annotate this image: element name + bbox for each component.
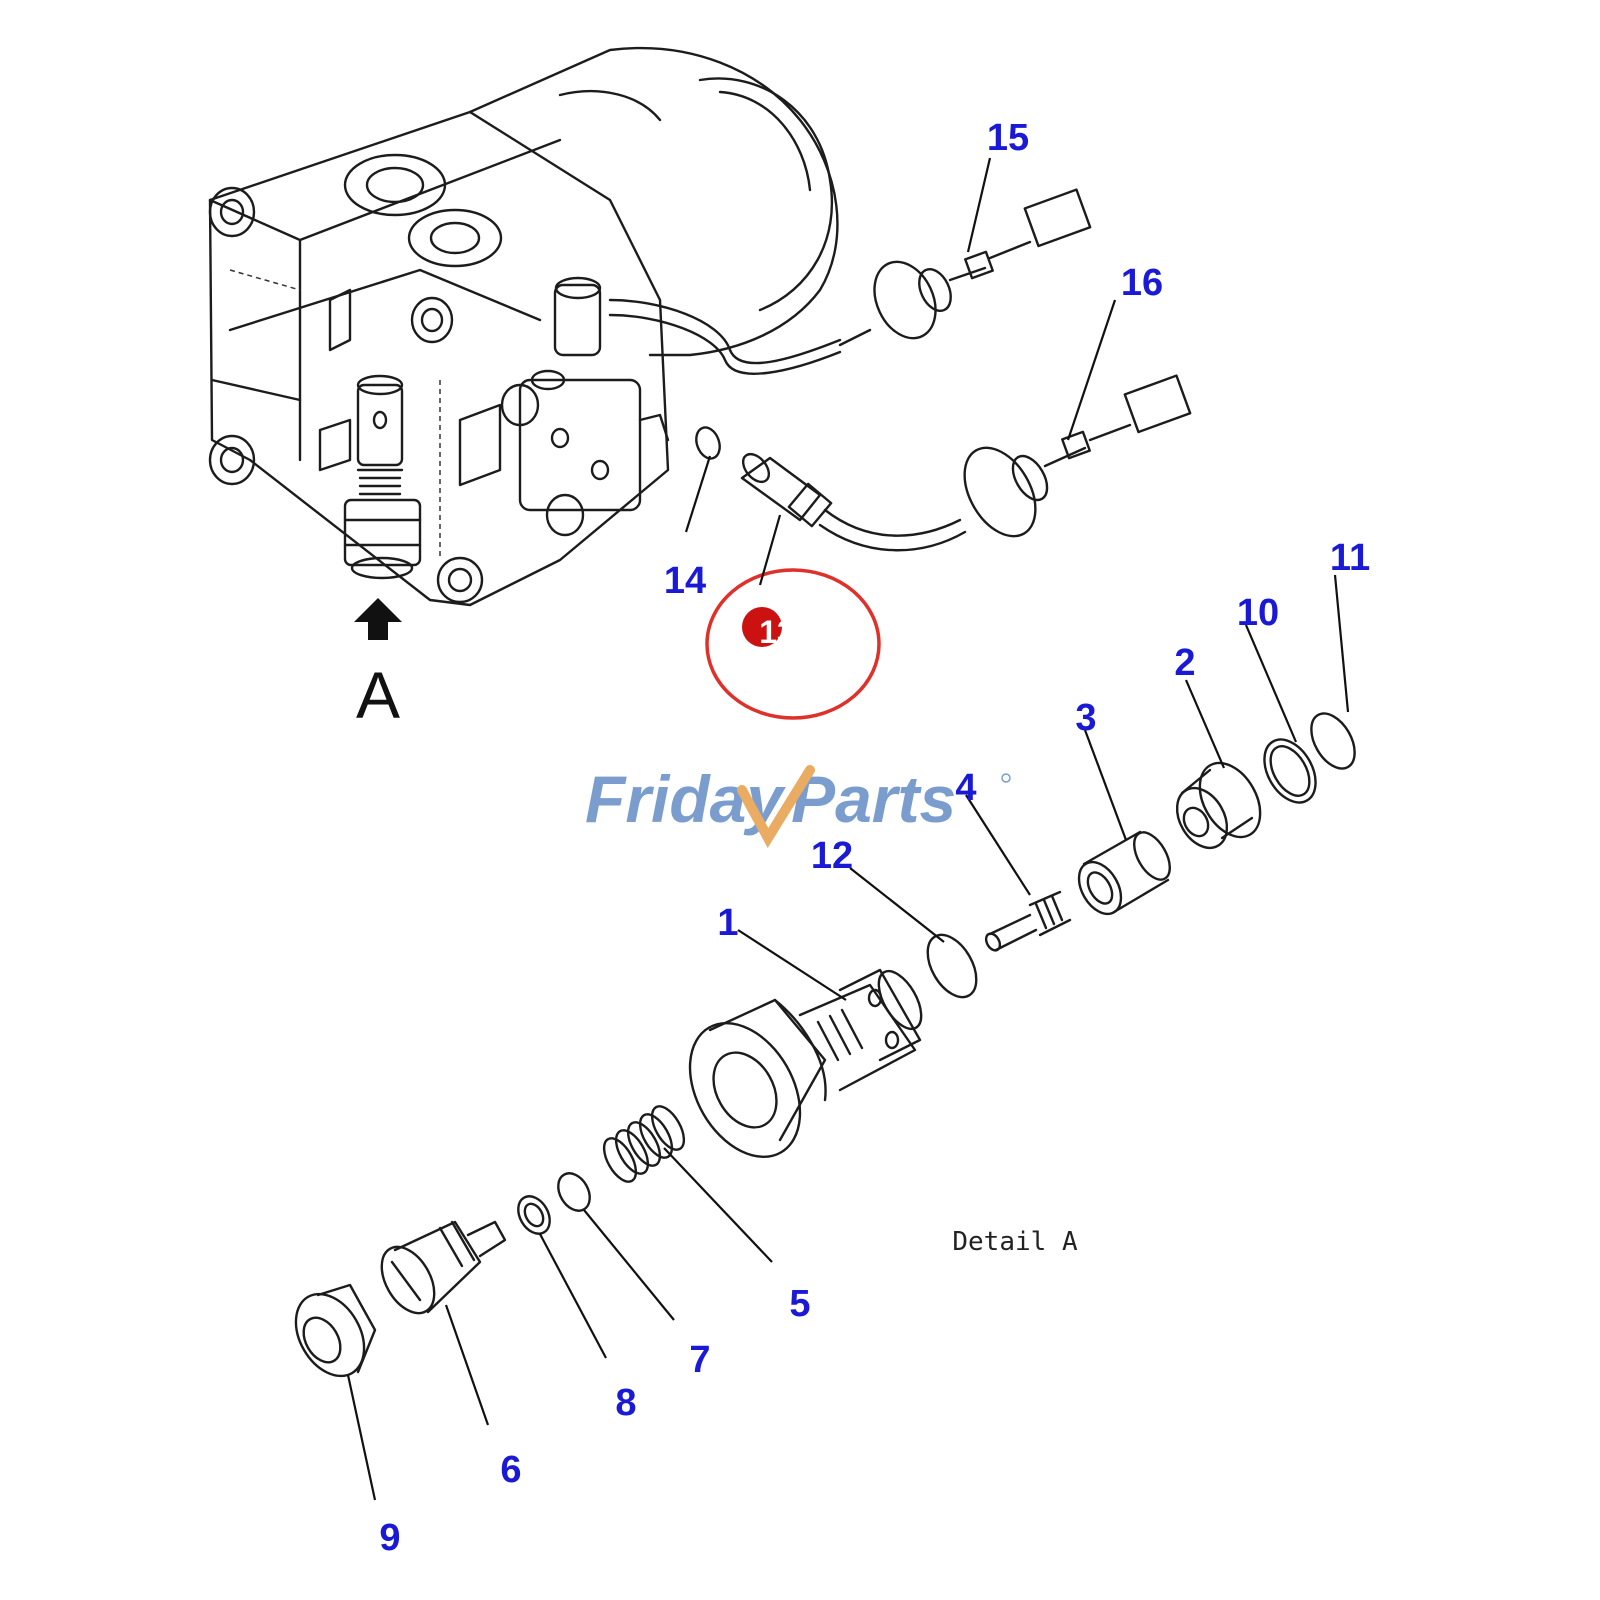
part-label-9: 9 <box>379 1517 400 1559</box>
part-label-3: 3 <box>1075 697 1096 739</box>
part-label-2: 2 <box>1174 642 1195 684</box>
washer-8-outer <box>517 1195 551 1235</box>
part-label-15: 15 <box>987 117 1029 159</box>
sleeve-3-drawing <box>1077 830 1171 916</box>
sensor-13-drawing <box>740 374 1192 552</box>
view-a-arrow-icon <box>354 598 402 640</box>
part-label-5: 5 <box>789 1283 810 1325</box>
part-label-11: 11 <box>1330 537 1370 579</box>
watermark-left: Friday <box>585 762 786 836</box>
ring-10-outer <box>1263 738 1317 804</box>
leader-lines <box>346 157 1350 1501</box>
highlight-circle <box>705 568 881 720</box>
part-label-8: 8 <box>615 1382 636 1424</box>
washer-8-inner <box>523 1202 545 1228</box>
o-ring-12-drawing <box>926 933 978 999</box>
part-label-10: 10 <box>1237 592 1279 634</box>
part-label-6: 6 <box>500 1449 521 1491</box>
part-label-12: 12 <box>811 835 853 877</box>
watermark-right: Parts <box>791 762 956 836</box>
part-label-14: 14 <box>664 560 706 602</box>
o-ring-11-drawing <box>1310 712 1356 770</box>
part-label-7: 7 <box>689 1339 710 1381</box>
o-ring-14-drawing <box>695 426 721 460</box>
ring-10-inner <box>1269 745 1311 797</box>
valve-body-1-drawing <box>688 968 923 1159</box>
part-label-16: 16 <box>1121 262 1163 304</box>
part-label-4: 4 <box>955 767 976 809</box>
view-letter-a: A <box>356 658 400 732</box>
part-label-1: 1 <box>717 902 738 944</box>
spring-5-drawing <box>602 1105 686 1183</box>
plug-2-drawing <box>1175 761 1262 850</box>
pin-4-drawing <box>984 890 1072 952</box>
nut-9-drawing <box>294 1283 377 1378</box>
pump-housing-drawing <box>208 46 842 607</box>
registered-mark-icon <box>1001 773 1011 783</box>
part-label-13: 13 <box>759 614 795 650</box>
adjust-screw-6-drawing <box>380 1220 507 1315</box>
detail-a-caption: Detail A <box>952 1227 1078 1257</box>
disc-7-drawing <box>557 1172 591 1212</box>
watermark-check-icon <box>737 765 815 848</box>
connector-15-drawing <box>838 188 1092 347</box>
highlight-dot <box>742 607 782 647</box>
